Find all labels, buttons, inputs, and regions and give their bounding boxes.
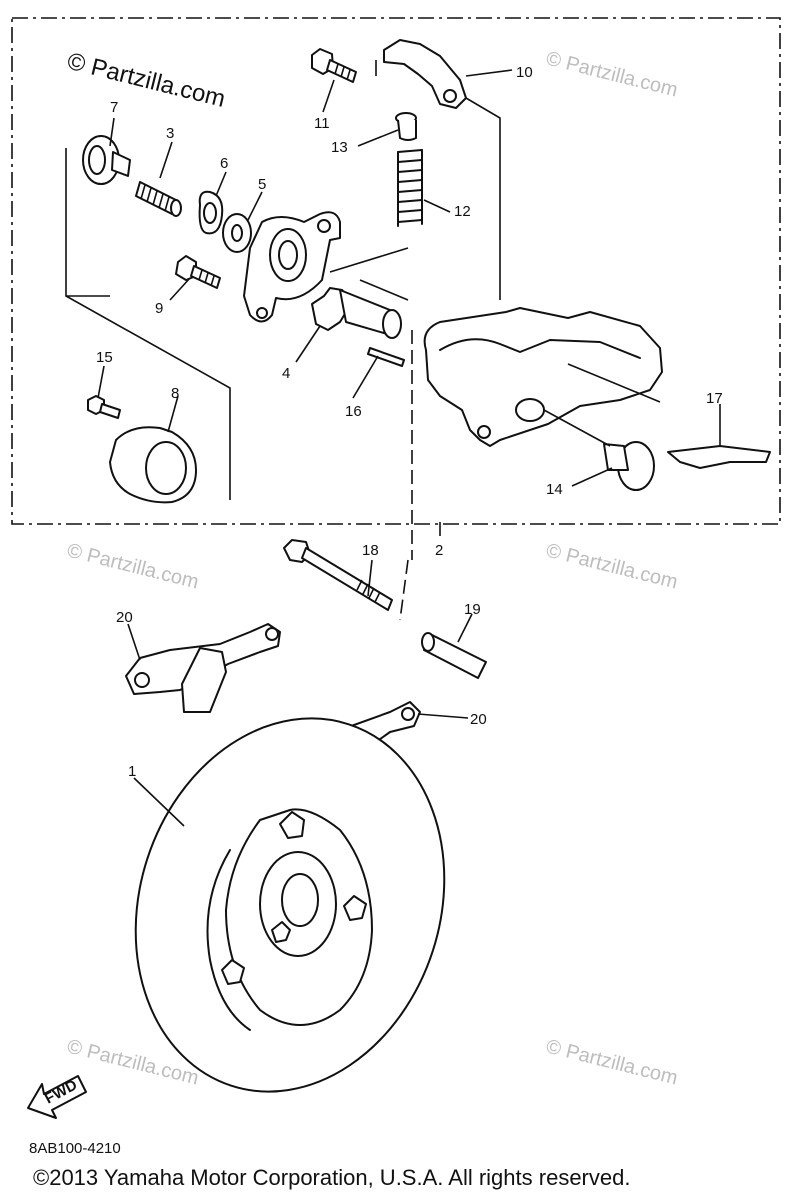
adjuster-housing <box>243 211 341 323</box>
label-2: 2 <box>435 542 443 559</box>
watermark-main: © Partzilla.com <box>65 48 228 113</box>
part-18-bolt <box>283 539 393 611</box>
label-1: 1 <box>128 763 136 780</box>
assembly-line <box>375 60 501 300</box>
label-17: 17 <box>706 390 723 407</box>
watermark: © Partzilla.com <box>544 540 680 594</box>
part-19-sleeve <box>421 632 487 679</box>
label-11: 11 <box>314 115 330 132</box>
part-labels: 7 3 6 5 9 4 16 8 15 11 13 12 10 14 17 2 … <box>96 64 723 780</box>
label-10: 10 <box>516 64 533 81</box>
label-8: 8 <box>171 385 179 402</box>
assembly-line <box>543 363 661 447</box>
part-7-knob <box>82 135 131 185</box>
part-3-screw <box>135 181 182 217</box>
part-14-pin <box>603 441 655 491</box>
label-15: 15 <box>96 349 113 366</box>
part-8-cap <box>109 426 197 504</box>
part-17-clip <box>667 445 771 469</box>
label-4: 4 <box>282 365 290 382</box>
label-9: 9 <box>155 300 163 317</box>
copyright-notice: ©2013 Yamaha Motor Corporation, U.S.A. A… <box>33 1165 631 1190</box>
part-1-disc <box>134 717 446 1093</box>
label-6: 6 <box>220 155 228 172</box>
label-20-upper: 20 <box>116 609 133 626</box>
label-18: 18 <box>362 542 379 559</box>
label-13: 13 <box>331 139 348 156</box>
label-5: 5 <box>258 176 266 193</box>
part-5-washer <box>222 213 252 253</box>
label-20-lower: 20 <box>470 711 487 728</box>
part-11-bolt <box>311 48 357 83</box>
label-19: 19 <box>464 601 481 618</box>
assembly-boundary <box>11 17 781 525</box>
assembly-line <box>329 247 409 301</box>
assembly-line <box>65 148 231 500</box>
part-13-bushing <box>395 112 417 141</box>
caliper-body <box>423 307 663 447</box>
watermark: © Partzilla.com <box>544 1036 680 1090</box>
leader-lines <box>97 69 721 827</box>
part-16-pin <box>367 347 405 367</box>
diagram-code: 8AB100-4210 <box>29 1140 121 1157</box>
part-10-bracket <box>383 39 467 109</box>
part-4-gear <box>311 287 402 339</box>
part-6-clip <box>198 190 224 235</box>
part-9-bolt <box>175 255 221 289</box>
watermark: © Partzilla.com <box>65 540 201 594</box>
label-3: 3 <box>166 125 174 142</box>
label-7: 7 <box>110 99 118 116</box>
label-14: 14 <box>546 481 563 498</box>
label-16: 16 <box>345 403 362 420</box>
part-15-screw <box>87 395 121 419</box>
assembly-line <box>399 330 413 621</box>
label-12: 12 <box>454 203 471 220</box>
fwd-arrow-icon: FWD <box>27 1075 87 1119</box>
part-20-pad-upper <box>125 623 281 713</box>
watermark: © Partzilla.com <box>544 48 680 102</box>
part-12-spring <box>397 149 423 227</box>
